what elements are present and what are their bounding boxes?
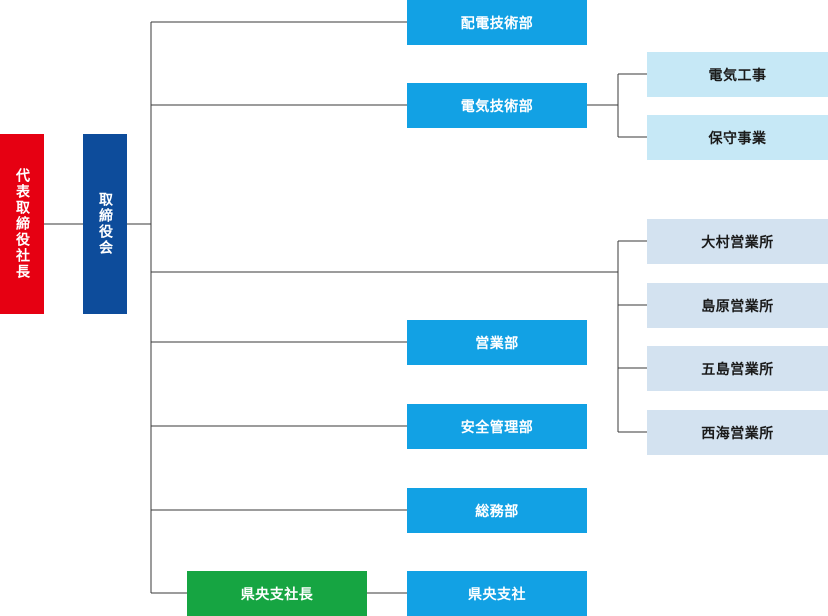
dept-label: 総務部 — [475, 503, 519, 520]
dept-label: 県央支社 — [468, 586, 526, 603]
sub-label: 電気工事 — [708, 67, 767, 84]
dept-label: 安全管理部 — [460, 419, 534, 436]
board-box: 取締役会 — [83, 134, 127, 314]
sub-electrical-work: 電気工事 — [647, 52, 828, 97]
sub-maintenance: 保守事業 — [647, 115, 828, 160]
office-omura: 大村営業所 — [647, 219, 828, 264]
president-box: 代表取締役社長 — [0, 134, 44, 314]
dept-safety-management: 安全管理部 — [407, 404, 587, 449]
office-label: 西海営業所 — [701, 425, 774, 442]
sub-label: 保守事業 — [708, 130, 767, 147]
dept-prefecture-central-branch: 県央支社 — [407, 571, 587, 616]
dept-distribution-engineering: 配電技術部 — [407, 0, 587, 45]
board-label: 取締役会 — [97, 192, 113, 256]
office-saikai: 西海営業所 — [647, 410, 828, 455]
dept-electrical-engineering: 電気技術部 — [407, 83, 587, 128]
dept-general-affairs: 総務部 — [407, 488, 587, 533]
dept-sales: 営業部 — [407, 320, 587, 365]
office-label: 五島営業所 — [701, 361, 774, 378]
office-goto: 五島営業所 — [647, 346, 828, 391]
office-shimabara: 島原営業所 — [647, 283, 828, 328]
dept-label: 営業部 — [475, 335, 519, 352]
dept-label: 配電技術部 — [460, 15, 534, 32]
office-label: 大村営業所 — [701, 234, 774, 251]
dept-label: 電気技術部 — [460, 98, 534, 115]
president-label: 代表取締役社長 — [14, 168, 30, 280]
office-label: 島原営業所 — [701, 298, 774, 315]
branch-head-label: 県央支社長 — [240, 586, 314, 603]
branch-head-box: 県央支社長 — [187, 571, 367, 616]
